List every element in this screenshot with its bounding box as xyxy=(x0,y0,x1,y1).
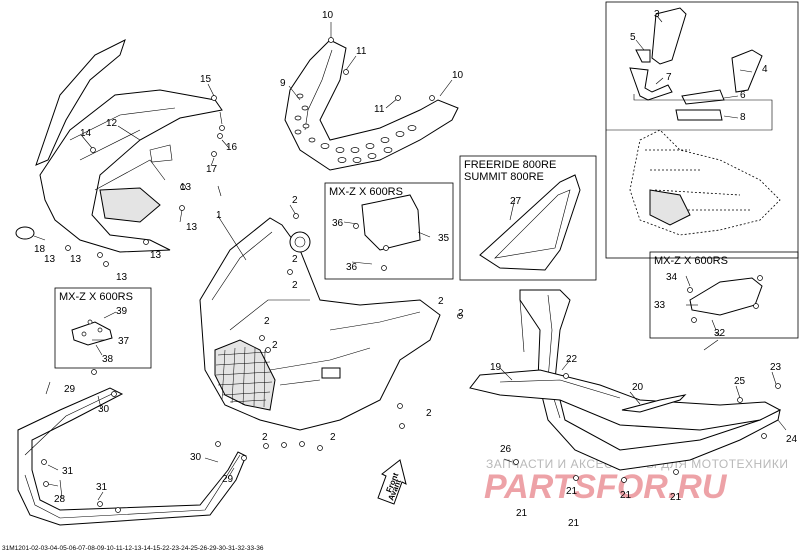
callout-5: 5 xyxy=(630,32,636,43)
callout-19: 19 xyxy=(490,362,502,373)
callout-2: 2 xyxy=(262,432,268,443)
callout-34: 34 xyxy=(666,272,678,283)
watermark-logo: PARTSFOR.RU xyxy=(484,468,728,506)
callout-3: 3 xyxy=(654,9,660,20)
box-mxz-600rs-middle-title: MX-Z X 600RS xyxy=(329,186,403,198)
callout-17: 17 xyxy=(206,164,218,175)
callout-13: 13 xyxy=(44,254,56,265)
callout-20: 20 xyxy=(632,382,644,393)
part-6-strip xyxy=(681,89,725,105)
callout-18: 18 xyxy=(34,244,46,255)
callout-36: 36 xyxy=(332,218,344,229)
part-27-deflector xyxy=(479,174,581,271)
box-mxz-600rs-right-title: MX-Z X 600RS xyxy=(654,255,728,267)
callout-8: 8 xyxy=(740,112,746,123)
part-front-bumper-bar xyxy=(17,387,247,526)
fasteners xyxy=(41,37,781,513)
callout-9: 9 xyxy=(280,78,286,89)
callout-2: 2 xyxy=(272,340,278,351)
callout-2: 2 xyxy=(458,308,464,319)
callout-39: 39 xyxy=(116,306,128,317)
callout-15: 15 xyxy=(200,74,212,85)
callout-27: 27 xyxy=(510,196,522,207)
callout-21: 21 xyxy=(620,490,632,501)
callout-33: 33 xyxy=(654,300,666,311)
callout-31: 31 xyxy=(62,466,74,477)
callout-10: 10 xyxy=(322,10,334,21)
callout-13: 13 xyxy=(180,182,192,193)
callout-numbers: 1 2 2 2 2 2 2 2 2 2 2 3 4 5 6 7 8 9 10 1… xyxy=(34,9,798,529)
callout-10: 10 xyxy=(452,70,464,81)
callout-36: 36 xyxy=(346,262,358,273)
callout-13: 13 xyxy=(116,272,128,283)
part-32-panel xyxy=(689,277,763,316)
callout-2: 2 xyxy=(292,195,298,206)
callout-32: 32 xyxy=(714,328,726,339)
box-freeride xyxy=(459,155,597,281)
part-37-bracket xyxy=(71,321,113,346)
callout-31: 31 xyxy=(96,482,108,493)
box-mxz-600rs-right xyxy=(649,251,799,339)
callout-1: 1 xyxy=(216,210,222,221)
callout-7: 7 xyxy=(666,72,672,83)
callout-25: 25 xyxy=(734,376,746,387)
box-freeride-line2: SUMMIT 800RE xyxy=(464,171,544,183)
box-mxz-600rs-left-title: MX-Z X 600RS xyxy=(59,291,133,303)
callout-leaders xyxy=(33,15,787,501)
callout-2: 2 xyxy=(438,296,444,307)
callout-6: 6 xyxy=(740,90,746,101)
callout-11: 11 xyxy=(356,46,367,57)
part-18-cap xyxy=(15,226,35,240)
callout-11: 11 xyxy=(374,104,385,115)
callout-38: 38 xyxy=(102,354,114,365)
callout-26: 26 xyxy=(500,444,512,455)
callout-13: 13 xyxy=(186,222,198,233)
part-lower-frame-right xyxy=(469,289,782,471)
part-5-clip xyxy=(635,49,651,63)
callout-12: 12 xyxy=(106,118,118,129)
callout-37: 37 xyxy=(118,336,130,347)
callout-21: 21 xyxy=(670,492,682,503)
inset-nose-assembly xyxy=(629,129,781,236)
callout-29: 29 xyxy=(64,384,76,395)
callout-28: 28 xyxy=(54,494,66,505)
callout-23: 23 xyxy=(770,362,782,373)
callout-2: 2 xyxy=(330,432,336,443)
callout-2: 2 xyxy=(264,316,270,327)
callout-2: 2 xyxy=(426,408,432,419)
part-front-bumper-nose xyxy=(199,217,441,431)
callout-21: 21 xyxy=(566,486,578,497)
callout-4: 4 xyxy=(762,64,768,75)
part-8-strip xyxy=(675,109,723,121)
callout-29: 29 xyxy=(222,474,234,485)
part-side-panel-left xyxy=(35,39,223,253)
callout-30: 30 xyxy=(98,404,110,415)
callout-2: 2 xyxy=(292,254,298,265)
callout-21: 21 xyxy=(516,508,528,519)
front-direction-arrow: Front Avant xyxy=(377,459,407,505)
callout-13: 13 xyxy=(70,254,82,265)
callout-35: 35 xyxy=(438,233,450,244)
callout-2: 2 xyxy=(292,280,298,291)
box-mxz-600rs-middle xyxy=(324,182,454,280)
callout-21: 21 xyxy=(568,518,580,529)
callout-30: 30 xyxy=(190,452,202,463)
part-belly-pan xyxy=(284,39,459,171)
box-freeride-line1: FREERIDE 800RE xyxy=(464,159,556,171)
part-7-bracket xyxy=(629,67,673,101)
callout-22: 22 xyxy=(566,354,578,365)
callout-13: 13 xyxy=(150,250,162,261)
callout-16: 16 xyxy=(226,142,238,153)
part-35-panel xyxy=(361,194,421,251)
part-3-panel xyxy=(651,7,687,65)
callout-24: 24 xyxy=(786,434,798,445)
callout-14: 14 xyxy=(80,128,92,139)
figure-code: 31M1201-02-03-04-05-06-07-08-09-10-11-12… xyxy=(2,545,264,552)
box-mxz-600rs-left xyxy=(54,287,152,369)
